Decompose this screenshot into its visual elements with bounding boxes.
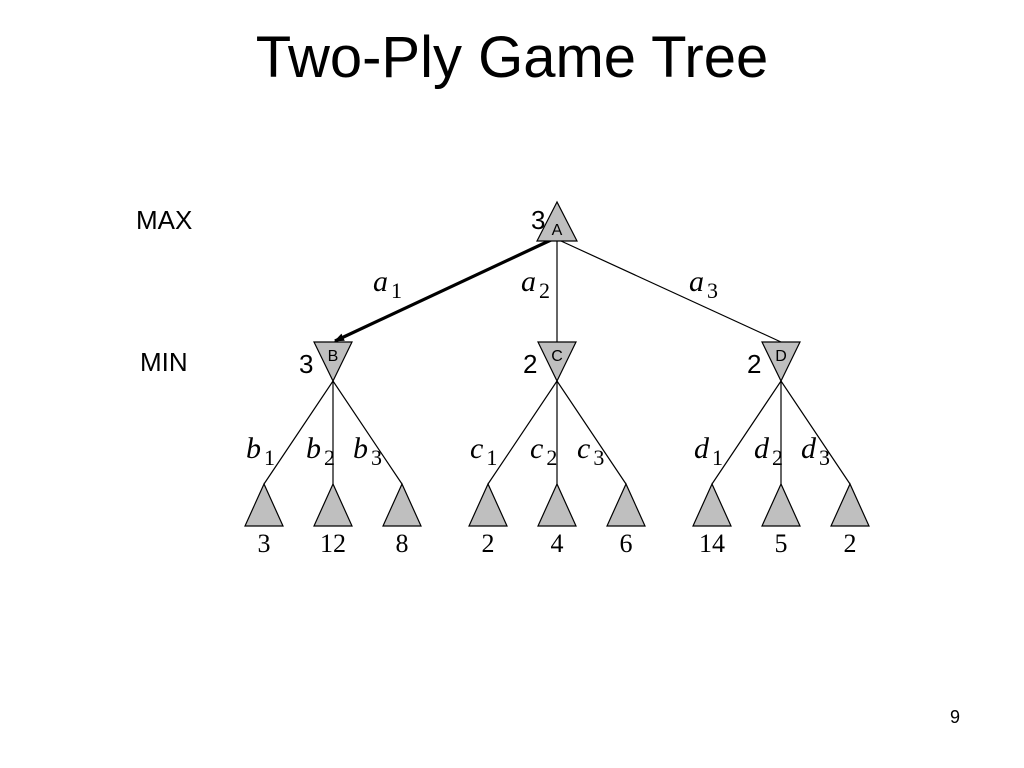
leaf-node <box>606 482 646 527</box>
leaf-value: 4 <box>551 529 564 558</box>
min-node <box>313 341 353 383</box>
min-edge <box>332 380 403 485</box>
leaf-value: 2 <box>844 529 857 558</box>
leaf-node <box>692 482 732 527</box>
min-level-label: MIN <box>140 347 188 377</box>
leaf-value: 14 <box>699 529 725 558</box>
leaf-node <box>761 482 801 527</box>
min-node <box>761 341 801 383</box>
leaf-value: 2 <box>482 529 495 558</box>
min-node-label: B <box>328 348 339 365</box>
min-node-value: 2 <box>747 349 761 379</box>
root-value: 3 <box>531 205 545 235</box>
best-move-arrow <box>334 238 552 343</box>
root-node-label: A <box>552 222 563 239</box>
page-number: 9 <box>949 707 960 727</box>
leaf-value: 5 <box>775 529 788 558</box>
leaf-node <box>313 482 353 527</box>
leaf-value: 6 <box>620 529 633 558</box>
min-edge <box>263 380 334 485</box>
leaf-node <box>244 482 284 527</box>
max-level-label: MAX <box>136 205 192 235</box>
min-node-label: D <box>775 348 787 365</box>
min-edge <box>487 380 558 485</box>
min-node-value: 2 <box>523 349 537 379</box>
min-edge <box>780 380 851 485</box>
min-edge <box>556 380 627 485</box>
leaf-value: 8 <box>396 529 409 558</box>
min-node-label: C <box>551 348 563 365</box>
min-node-value: 3 <box>299 349 313 379</box>
leaf-node <box>468 482 508 527</box>
slide-title: Two-Ply Game Tree <box>255 25 769 90</box>
leaf-node <box>830 482 870 527</box>
leaf-node <box>537 482 577 527</box>
root-node <box>536 200 578 242</box>
leaf-value: 3 <box>258 529 271 558</box>
leaf-value: 12 <box>320 529 346 558</box>
min-node <box>537 341 577 383</box>
root-edge <box>560 240 782 343</box>
min-edge <box>711 380 782 485</box>
leaf-node <box>382 482 422 527</box>
